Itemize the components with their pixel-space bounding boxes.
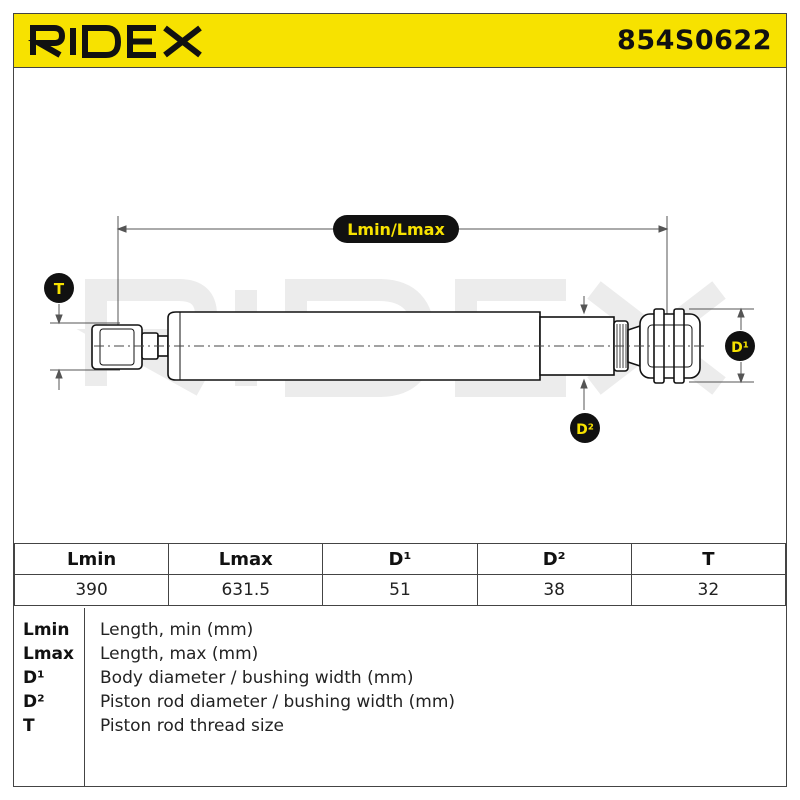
legend-desc: Piston rod thread size — [100, 716, 285, 736]
table-header-cell: Lmax — [168, 543, 324, 575]
table-cell: 51 — [322, 574, 478, 606]
table-row: 390 631.5 51 38 32 — [13, 574, 787, 606]
thread-label-badge: T — [44, 273, 74, 303]
thread-label: T — [54, 280, 65, 298]
body-diameter-badge: D¹ — [725, 331, 755, 361]
legend-key: D¹ — [23, 668, 45, 688]
body-diameter-label: D¹ — [731, 340, 749, 356]
legend-item: T Piston rod thread size — [14, 716, 786, 740]
legend: Lmin Length, min (mm) Lmax Length, max (… — [14, 608, 786, 786]
table-header-cell: Lmin — [13, 543, 170, 575]
legend-item: D¹ Body diameter / bushing width (mm) — [14, 668, 786, 692]
part-number: 854S0622 — [617, 25, 772, 56]
thread-dimension — [50, 304, 120, 390]
rod-diameter-dimension — [580, 296, 588, 410]
rod-diameter-badge: D² — [570, 413, 600, 443]
length-label: Lmin/Lmax — [347, 220, 445, 239]
legend-item: Lmin Length, min (mm) — [14, 620, 786, 644]
legend-key: D² — [23, 692, 45, 712]
legend-item: D² Piston rod diameter / bushing width (… — [14, 692, 786, 716]
legend-item: Lmax Length, max (mm) — [14, 644, 786, 668]
legend-key: Lmin — [23, 620, 70, 640]
body-diameter-dimension — [689, 307, 754, 384]
table-cell: 390 — [13, 574, 170, 606]
table-cell: 38 — [476, 574, 632, 606]
table-header-row: Lmin Lmax D¹ D² T — [13, 543, 787, 575]
table-header-cell: D¹ — [322, 543, 478, 575]
header-bar: 854S0622 — [14, 14, 786, 68]
legend-desc: Piston rod diameter / bushing width (mm) — [100, 692, 456, 712]
rod-diameter-label: D² — [576, 422, 594, 438]
table-cell: 631.5 — [168, 574, 324, 606]
legend-desc: Length, min (mm) — [100, 620, 254, 640]
legend-key: T — [23, 716, 35, 736]
table-cell: 32 — [630, 574, 787, 606]
legend-key: Lmax — [23, 644, 74, 664]
length-label-badge: Lmin/Lmax — [333, 215, 459, 243]
table-header-cell: D² — [476, 543, 632, 575]
legend-desc: Length, max (mm) — [100, 644, 259, 664]
legend-desc: Body diameter / bushing width (mm) — [100, 668, 414, 688]
product-card: 854S0622 Lmin/Lmax — [13, 13, 787, 787]
ridex-logo — [28, 25, 202, 58]
shock-absorber-drawing: Lmin/Lmax T D¹ — [44, 215, 755, 443]
legend-divider — [84, 608, 85, 786]
spec-table: Lmin Lmax D¹ D² T 390 631.5 51 38 32 — [13, 543, 787, 606]
table-header-cell: T — [630, 543, 787, 575]
